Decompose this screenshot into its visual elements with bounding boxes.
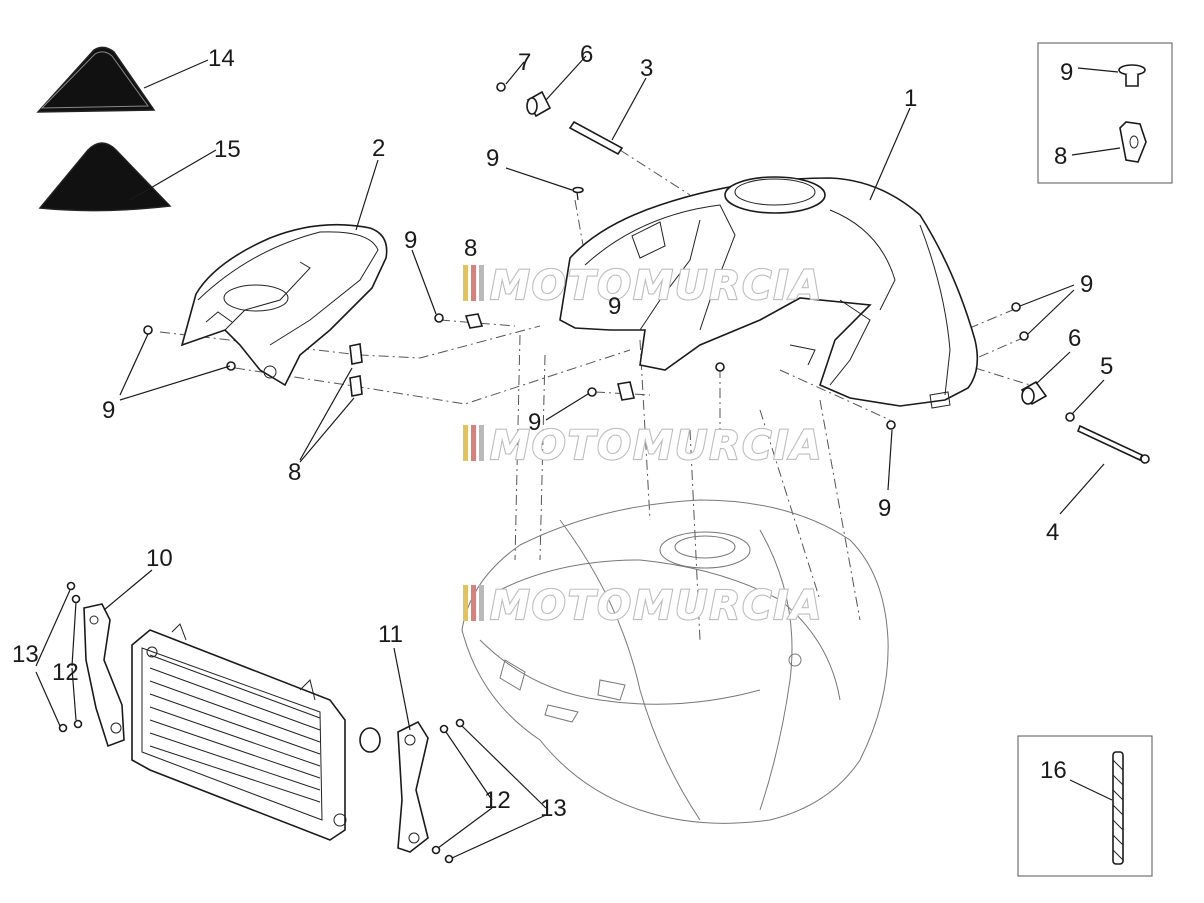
watermark-middle: MOTOMURCIA bbox=[463, 422, 823, 470]
watermark-text: MOTOMURCIA bbox=[490, 583, 823, 629]
assembly-lines bbox=[159, 149, 1031, 641]
screw-13-b-icon bbox=[58, 723, 68, 733]
washer-5-icon bbox=[1065, 412, 1075, 422]
callout-12-right: 12 bbox=[484, 787, 511, 814]
grommet-6-top-icon bbox=[526, 90, 552, 118]
callout-11: 11 bbox=[378, 621, 403, 648]
screw-9-right-a-icon bbox=[1011, 302, 1021, 312]
callout-9-cover2: 9 bbox=[102, 397, 115, 424]
watermark-top: MOTOMURCIA bbox=[463, 262, 823, 310]
inset-screw-icon bbox=[1118, 64, 1146, 87]
bracket-11-icon bbox=[397, 720, 429, 853]
callout-9-center: 9 bbox=[528, 409, 541, 436]
washer-12-b-icon bbox=[73, 719, 83, 729]
screw-9-left-icon bbox=[434, 313, 444, 323]
callout-16: 16 bbox=[1040, 757, 1067, 784]
washer-12-d-icon bbox=[431, 845, 441, 855]
washer-9-cover2-icon bbox=[226, 361, 236, 371]
clip-nut-8-center-icon bbox=[617, 381, 635, 401]
pad-15-icon bbox=[38, 142, 172, 212]
washer-12-a-icon bbox=[71, 594, 81, 604]
callout-12-left: 12 bbox=[52, 659, 79, 686]
clip-nut-8-a-icon bbox=[349, 343, 363, 365]
callout-8-mid: 8 bbox=[464, 235, 477, 262]
callout-9-inset: 9 bbox=[1060, 59, 1073, 86]
screw-9-right-b-icon bbox=[1019, 331, 1029, 341]
callout-13-right: 13 bbox=[540, 795, 567, 822]
callout-numbers: 14 15 2 7 6 3 1 9 9 8 9 8 9 6 5 4 9 9 8 … bbox=[12, 41, 1113, 822]
pad-14-icon bbox=[36, 46, 156, 113]
fuel-tank-icon bbox=[461, 499, 889, 824]
callout-10: 10 bbox=[146, 545, 173, 572]
washer-12-c-icon bbox=[439, 724, 449, 734]
callout-9-top: 9 bbox=[486, 145, 499, 172]
clip-nut-8-mid-icon bbox=[464, 313, 484, 329]
inset-clip-nut-icon bbox=[1119, 121, 1147, 163]
screw-13-d-icon bbox=[444, 854, 454, 864]
screw-9-center-icon bbox=[587, 387, 597, 397]
leader-lines bbox=[35, 55, 1121, 859]
inset-box-hardware bbox=[1037, 42, 1173, 184]
tank-front-cover-icon bbox=[180, 223, 388, 387]
screw-9-center-right-icon bbox=[715, 362, 725, 372]
callout-6-top: 6 bbox=[580, 41, 593, 68]
radiator-icon bbox=[131, 623, 381, 841]
bracket-10-icon bbox=[83, 603, 125, 748]
watermark-bottom: MOTOMURCIA bbox=[463, 582, 823, 630]
callout-6-right: 6 bbox=[1068, 325, 1081, 352]
callout-3: 3 bbox=[640, 55, 653, 82]
callout-4: 4 bbox=[1046, 519, 1059, 546]
callout-8-inset: 8 bbox=[1054, 143, 1067, 170]
callout-14: 14 bbox=[208, 45, 235, 72]
callout-13-left: 13 bbox=[12, 641, 39, 668]
screw-9-top-icon bbox=[572, 186, 584, 201]
callout-15: 15 bbox=[214, 136, 241, 163]
nut-7-icon bbox=[496, 82, 506, 92]
callout-1: 1 bbox=[904, 85, 917, 112]
screw-13-a-icon bbox=[66, 581, 76, 591]
callout-7: 7 bbox=[518, 49, 531, 76]
grommet-6-right-icon bbox=[1020, 380, 1048, 406]
strip-icon bbox=[1112, 751, 1124, 865]
clip-nut-8-b-icon bbox=[349, 375, 363, 397]
watermark-text: MOTOMURCIA bbox=[490, 263, 823, 309]
pin-3-icon bbox=[568, 120, 624, 156]
screw-13-c-icon bbox=[455, 718, 465, 728]
callout-2: 2 bbox=[372, 135, 385, 162]
callout-5: 5 bbox=[1100, 353, 1113, 380]
screw-9-right-low-icon bbox=[886, 420, 896, 430]
watermark-text: MOTOMURCIA bbox=[490, 423, 823, 469]
callout-9-right: 9 bbox=[1080, 271, 1093, 298]
screw-9-cover2-left-icon bbox=[143, 325, 153, 335]
tank-cover-icon bbox=[559, 176, 979, 409]
callout-8-cover2: 8 bbox=[288, 459, 301, 486]
inset-box-strip bbox=[1017, 735, 1153, 877]
callout-9-left: 9 bbox=[404, 227, 417, 254]
callout-9-right-low: 9 bbox=[878, 495, 891, 522]
callout-9-tank: 9 bbox=[608, 293, 621, 320]
screw-4-icon bbox=[1076, 424, 1150, 464]
